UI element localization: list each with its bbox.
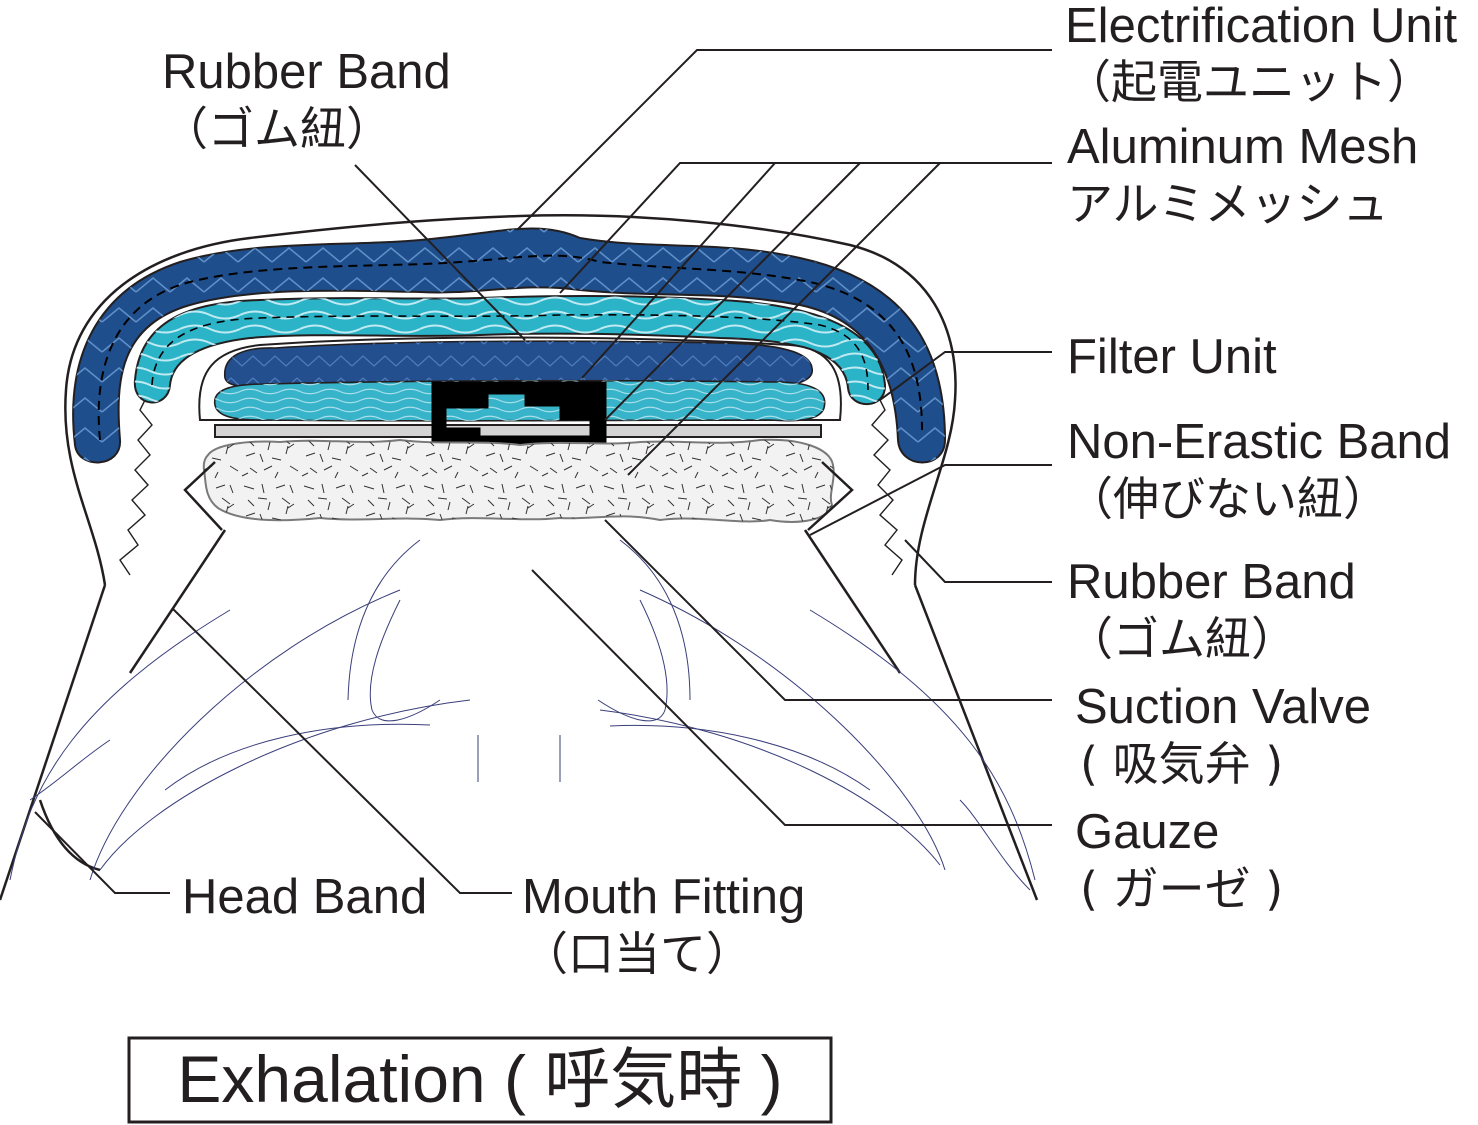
label-gauze: Gauze	[1075, 805, 1219, 859]
mouth-fitting-right-edge	[803, 529, 902, 674]
label-rubber-band-side-jp: （ゴム紐）	[1067, 612, 1297, 666]
title: Exhalation ( 呼気時 )	[177, 1042, 782, 1116]
filter-frame-right	[807, 461, 854, 531]
label-suction-valve: Suction Valve	[1075, 680, 1371, 734]
gauze-texture	[203, 439, 834, 522]
label-head-band: Head Band	[182, 870, 427, 924]
label-aluminum-mesh-jp: アルミメッシュ	[1067, 177, 1389, 231]
head-band-left-curve	[38, 799, 101, 872]
filter-layer-dark-texture	[224, 341, 813, 389]
head-band-left-strap	[0, 584, 107, 901]
label-non-elastic-band-jp: （伸びない紐）	[1067, 472, 1389, 526]
label-electrification-unit-jp: （起電ユニット）	[1065, 55, 1433, 109]
label-suction-valve-jp: ( 吸気弁 )	[1080, 737, 1283, 791]
label-rubber-band-side: Rubber Band	[1067, 555, 1356, 609]
face-line-drawing	[9, 539, 1036, 891]
filter-frame-left	[183, 461, 223, 531]
rubber-band-right-zigzag	[871, 389, 903, 576]
filter-layer-light-texture	[214, 380, 825, 421]
non-elastic-band	[214, 424, 822, 438]
rubber-band-left-zigzag	[119, 389, 153, 576]
label-mouth-fitting: Mouth Fitting	[522, 870, 805, 924]
aluminum-mesh-dashed-line	[151, 313, 869, 391]
aluminum-mesh-texture	[134, 295, 886, 405]
label-rubber-band-top-jp: （ゴム紐）	[162, 102, 392, 156]
label-filter-unit: Filter Unit	[1067, 330, 1277, 384]
electrification-unit-dashed-line	[97, 254, 923, 441]
label-electrification-unit: Electrification Unit	[1065, 0, 1458, 53]
label-gauze-jp: ( ガーゼ )	[1080, 862, 1283, 916]
label-non-elastic-band: Non-Erastic Band	[1067, 415, 1451, 469]
head-band-right-strap	[913, 584, 1039, 901]
electrification-unit-texture	[73, 228, 945, 463]
label-mouth-fitting-jp: （口当て）	[522, 927, 752, 981]
title-box	[127, 1036, 833, 1124]
mouth-fitting-left-edge	[128, 529, 227, 674]
label-aluminum-mesh: Aluminum Mesh	[1067, 120, 1418, 174]
label-rubber-band-top: Rubber Band	[162, 45, 451, 99]
leader-lines	[34, 49, 1052, 894]
